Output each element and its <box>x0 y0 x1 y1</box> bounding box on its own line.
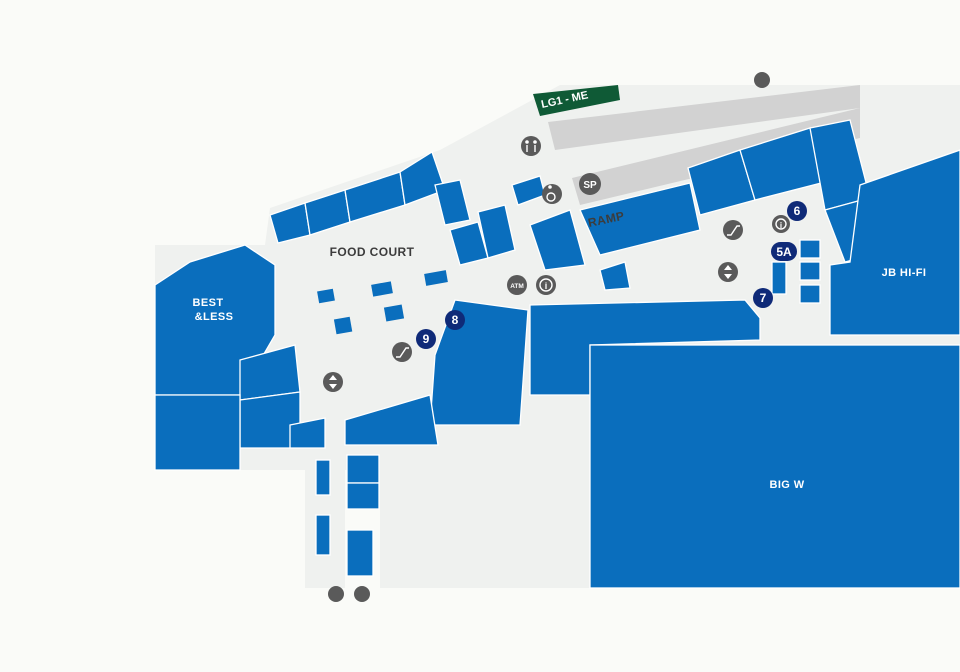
parking-ramp <box>548 85 860 205</box>
jb-hifi-label: JB HI-FI <box>882 267 927 279</box>
info-icon-label: i <box>545 281 548 291</box>
restroom-icon-top[interactable] <box>754 72 770 88</box>
escalator-icon-food-court[interactable] <box>392 342 412 362</box>
store-cluster-central-south <box>344 299 761 446</box>
store-big-w[interactable]: BIG W <box>589 344 960 589</box>
atm-icon-label: ATM <box>510 283 524 290</box>
food-court-tables <box>317 270 448 335</box>
kiosk-cluster <box>771 239 821 304</box>
marker-7[interactable]: 7 <box>753 288 773 308</box>
marker-6[interactable]: 6 <box>787 201 807 221</box>
best-and-less-label-line1: BEST <box>193 297 224 309</box>
parking-icon[interactable]: SP <box>579 173 601 195</box>
marker-6-label: 6 <box>794 204 801 218</box>
store-best-and-less[interactable]: BEST &LESS <box>154 244 276 396</box>
restroom-icon[interactable] <box>521 136 541 156</box>
marker-5a[interactable]: 5A <box>771 242 797 261</box>
store-jb-hifi[interactable]: JB HI-FI <box>829 149 960 336</box>
lift-icon-west[interactable] <box>323 372 343 392</box>
lift-icon-south[interactable] <box>328 586 370 602</box>
marker-8-label: 8 <box>452 313 459 327</box>
parking-icon-label: SP <box>583 180 597 191</box>
lift-icon-east[interactable] <box>718 262 738 282</box>
accessible-icon[interactable] <box>542 184 562 204</box>
info-icon[interactable]: i <box>536 275 556 295</box>
store-cluster-food-court-north <box>269 151 516 266</box>
marker-8[interactable]: 8 <box>445 310 465 330</box>
marker-9[interactable]: 9 <box>416 329 436 349</box>
store-cluster-west <box>154 344 326 471</box>
info-icon-east-label: i <box>780 221 782 230</box>
info-icon-east[interactable]: i <box>772 215 790 233</box>
store-cluster-north-east <box>511 119 891 291</box>
escalator-icon-east[interactable] <box>723 220 743 240</box>
food-court-label: FOOD COURT <box>330 245 415 259</box>
marker-5a-label: 5A <box>776 245 792 259</box>
best-and-less-label-line2: &LESS <box>195 311 234 323</box>
marker-7-label: 7 <box>760 291 767 305</box>
store-cluster-south-corridor <box>315 454 380 577</box>
atm-icon[interactable]: ATM <box>507 275 527 295</box>
big-w-label: BIG W <box>770 479 805 491</box>
marker-9-label: 9 <box>423 332 430 346</box>
parking-level-sign: LG1 - ME <box>533 85 620 116</box>
